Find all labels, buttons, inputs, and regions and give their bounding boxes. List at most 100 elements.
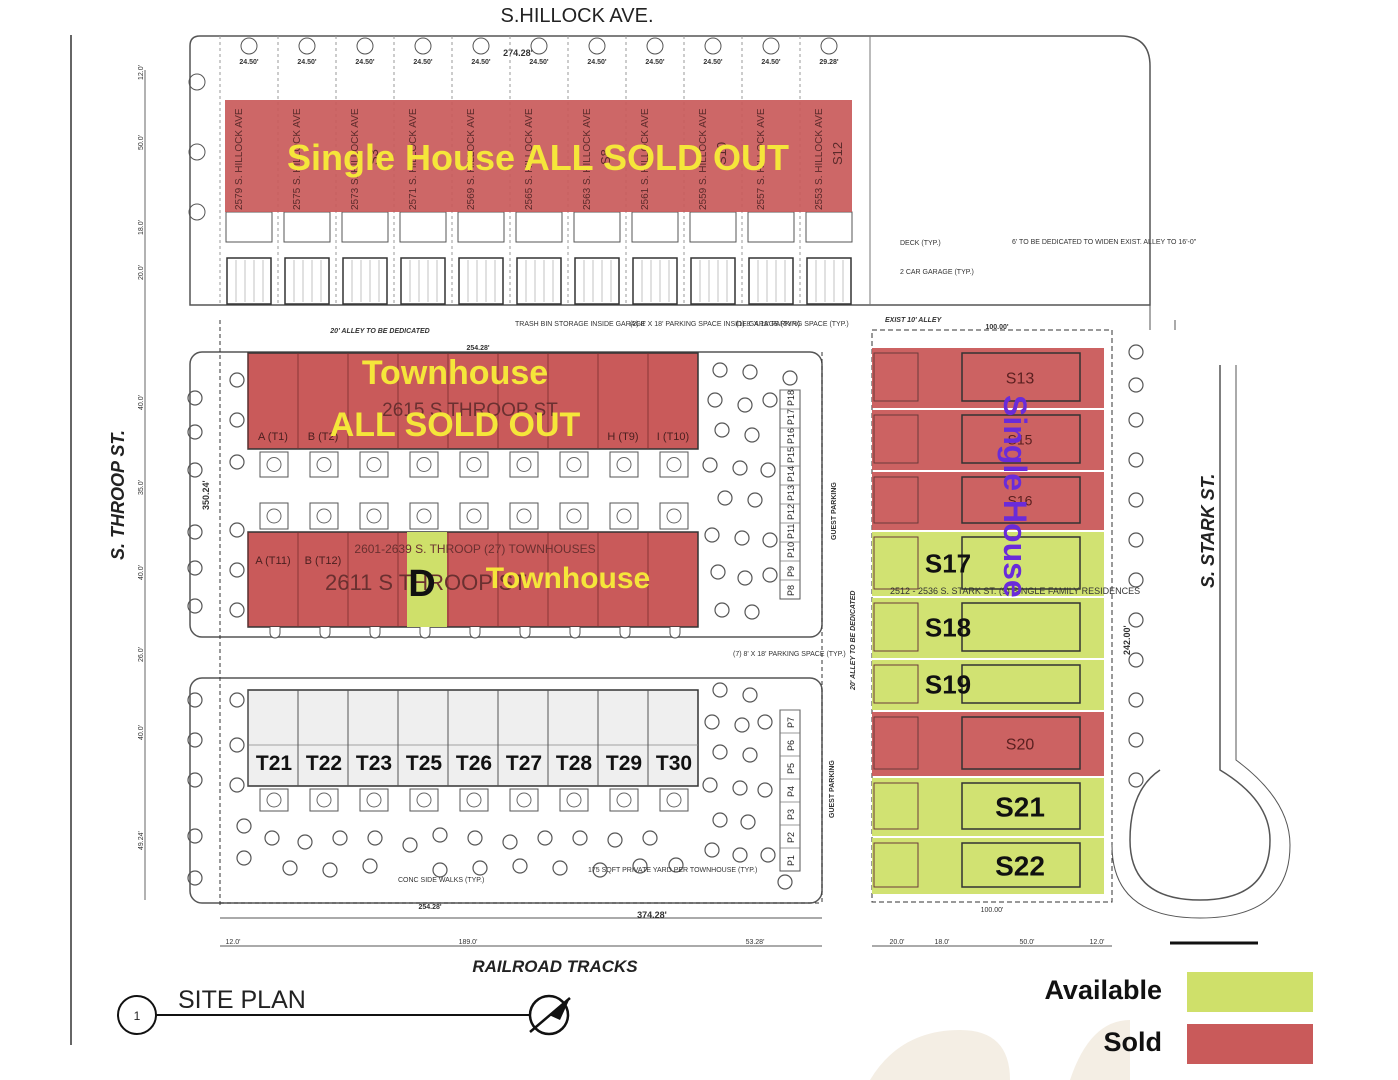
tree-icon (466, 792, 482, 808)
north-arrow-head (549, 998, 570, 1020)
porch (369, 627, 381, 639)
tree-icon (704, 527, 720, 543)
stark-garage (873, 782, 919, 830)
tree-icon (188, 73, 206, 91)
overlay-single-house-sold: Single House ALL SOLD OUT (287, 137, 789, 178)
note-side-walks: CONC SIDE WALKS (TYP.) (398, 877, 484, 884)
left-dimensions: 12.0'50.0'18.0'20.0'40.0'35.0'40.0'26.0'… (138, 65, 146, 900)
stark-house (961, 602, 1081, 652)
dim-lot-width: 24.50' (471, 59, 491, 66)
tree-icon (742, 687, 758, 703)
cul-de-sac-outer (1129, 365, 1271, 901)
townhouse-unit-label: T23 (356, 752, 392, 775)
stark-garage (873, 602, 919, 652)
private-yard (659, 451, 689, 478)
alley-edge (1149, 305, 1176, 330)
tree-icon (566, 508, 582, 524)
note-private-yard: 175 SQFT PRIVATE YARD PER TOWNHOUSE (TYP… (588, 867, 757, 874)
private-yard (509, 502, 539, 530)
stark-unit-label: S16 (1008, 493, 1033, 509)
dim-left: 35.0' (138, 480, 145, 495)
garage (458, 257, 504, 305)
tree-icon (187, 390, 203, 406)
note-deck: DECK (TYP.) (900, 240, 941, 247)
dim-lot-width: 24.50' (587, 59, 607, 66)
tree-icon (229, 412, 245, 428)
porch (469, 627, 481, 639)
townhouse-unit-label: T22 (306, 752, 342, 775)
dim-mid-segment: 254.28' (466, 345, 489, 352)
tree-icon (760, 462, 776, 478)
townhouse-unit-label: T27 (506, 752, 542, 775)
townhouse-unit-label: T28 (556, 752, 593, 775)
tree-icon (240, 37, 258, 55)
parking-space-label: P4 (786, 786, 796, 797)
tree-icon (187, 462, 203, 478)
tree-icon (732, 460, 748, 476)
tree-icon (367, 830, 383, 846)
tree-icon (1128, 377, 1144, 393)
tree-icon (616, 792, 632, 808)
parking-space-label: P18 (786, 390, 796, 406)
stark-house (961, 352, 1081, 402)
tree-icon (666, 457, 682, 472)
private-yard (559, 788, 589, 812)
parking-space-label: P5 (786, 763, 796, 774)
parking-space-label: P6 (786, 740, 796, 751)
lower-block-outline (189, 677, 823, 904)
tree-icon (366, 508, 382, 524)
dim-left: 20.0' (138, 265, 145, 280)
parking-space-label: P10 (786, 542, 796, 558)
stark-unit-available (872, 838, 1104, 894)
tree-icon (467, 830, 483, 846)
tree-icon (747, 492, 763, 508)
porch (569, 627, 581, 639)
stark-house (961, 842, 1081, 888)
stark-unit-label: S22 (995, 850, 1045, 881)
private-yard (259, 451, 289, 478)
tree-icon (1128, 612, 1144, 628)
parking-space-label: P11 (786, 524, 796, 539)
stark-unit-sold (872, 472, 1104, 530)
tree-icon (712, 812, 728, 828)
trees (187, 344, 1144, 890)
porch (619, 627, 631, 639)
stark-unit-available (872, 778, 1104, 836)
lot-address: 2563 S. HILLOCK AVE (582, 108, 593, 210)
stark-unit-label: S18 (925, 613, 971, 643)
dim-lot-width: 24.50' (645, 59, 665, 66)
tree-icon (757, 714, 773, 730)
private-yard (509, 451, 539, 478)
street-label-hillock: S.HILLOCK AVE. (500, 5, 653, 27)
parking-space-label: P3 (786, 809, 796, 820)
tree-icon (704, 842, 720, 858)
top-garages (226, 257, 852, 305)
dim-lot-width: 24.50' (297, 59, 317, 66)
lot-address: 2557 S. HILLOCK AVE (756, 108, 767, 210)
tree-icon (362, 858, 378, 874)
tree-icon (187, 870, 203, 886)
tree-icon (516, 792, 532, 808)
tree-icon (516, 457, 532, 472)
tree-icon (632, 858, 648, 874)
dim-lot-width: 24.50' (529, 59, 549, 66)
tree-icon (668, 857, 684, 873)
private-yard (309, 502, 339, 530)
dim-left-depth: 350.24' (201, 480, 211, 510)
tree-icon (1128, 452, 1144, 468)
yards (259, 451, 689, 812)
parking-space-label: P13 (786, 485, 796, 501)
tree-icon (702, 777, 718, 793)
tree-icon (332, 830, 348, 846)
tree-icon (572, 830, 588, 846)
lot-tag: S10 (714, 142, 729, 165)
tree-icon (416, 457, 432, 472)
stark-unit-sold (872, 348, 1104, 408)
stark-house (961, 664, 1081, 704)
garage (806, 257, 852, 305)
stark-unit-label: S17 (925, 549, 971, 579)
overlay-townhouse: Townhouse (486, 562, 650, 595)
tree-icon (512, 858, 528, 874)
